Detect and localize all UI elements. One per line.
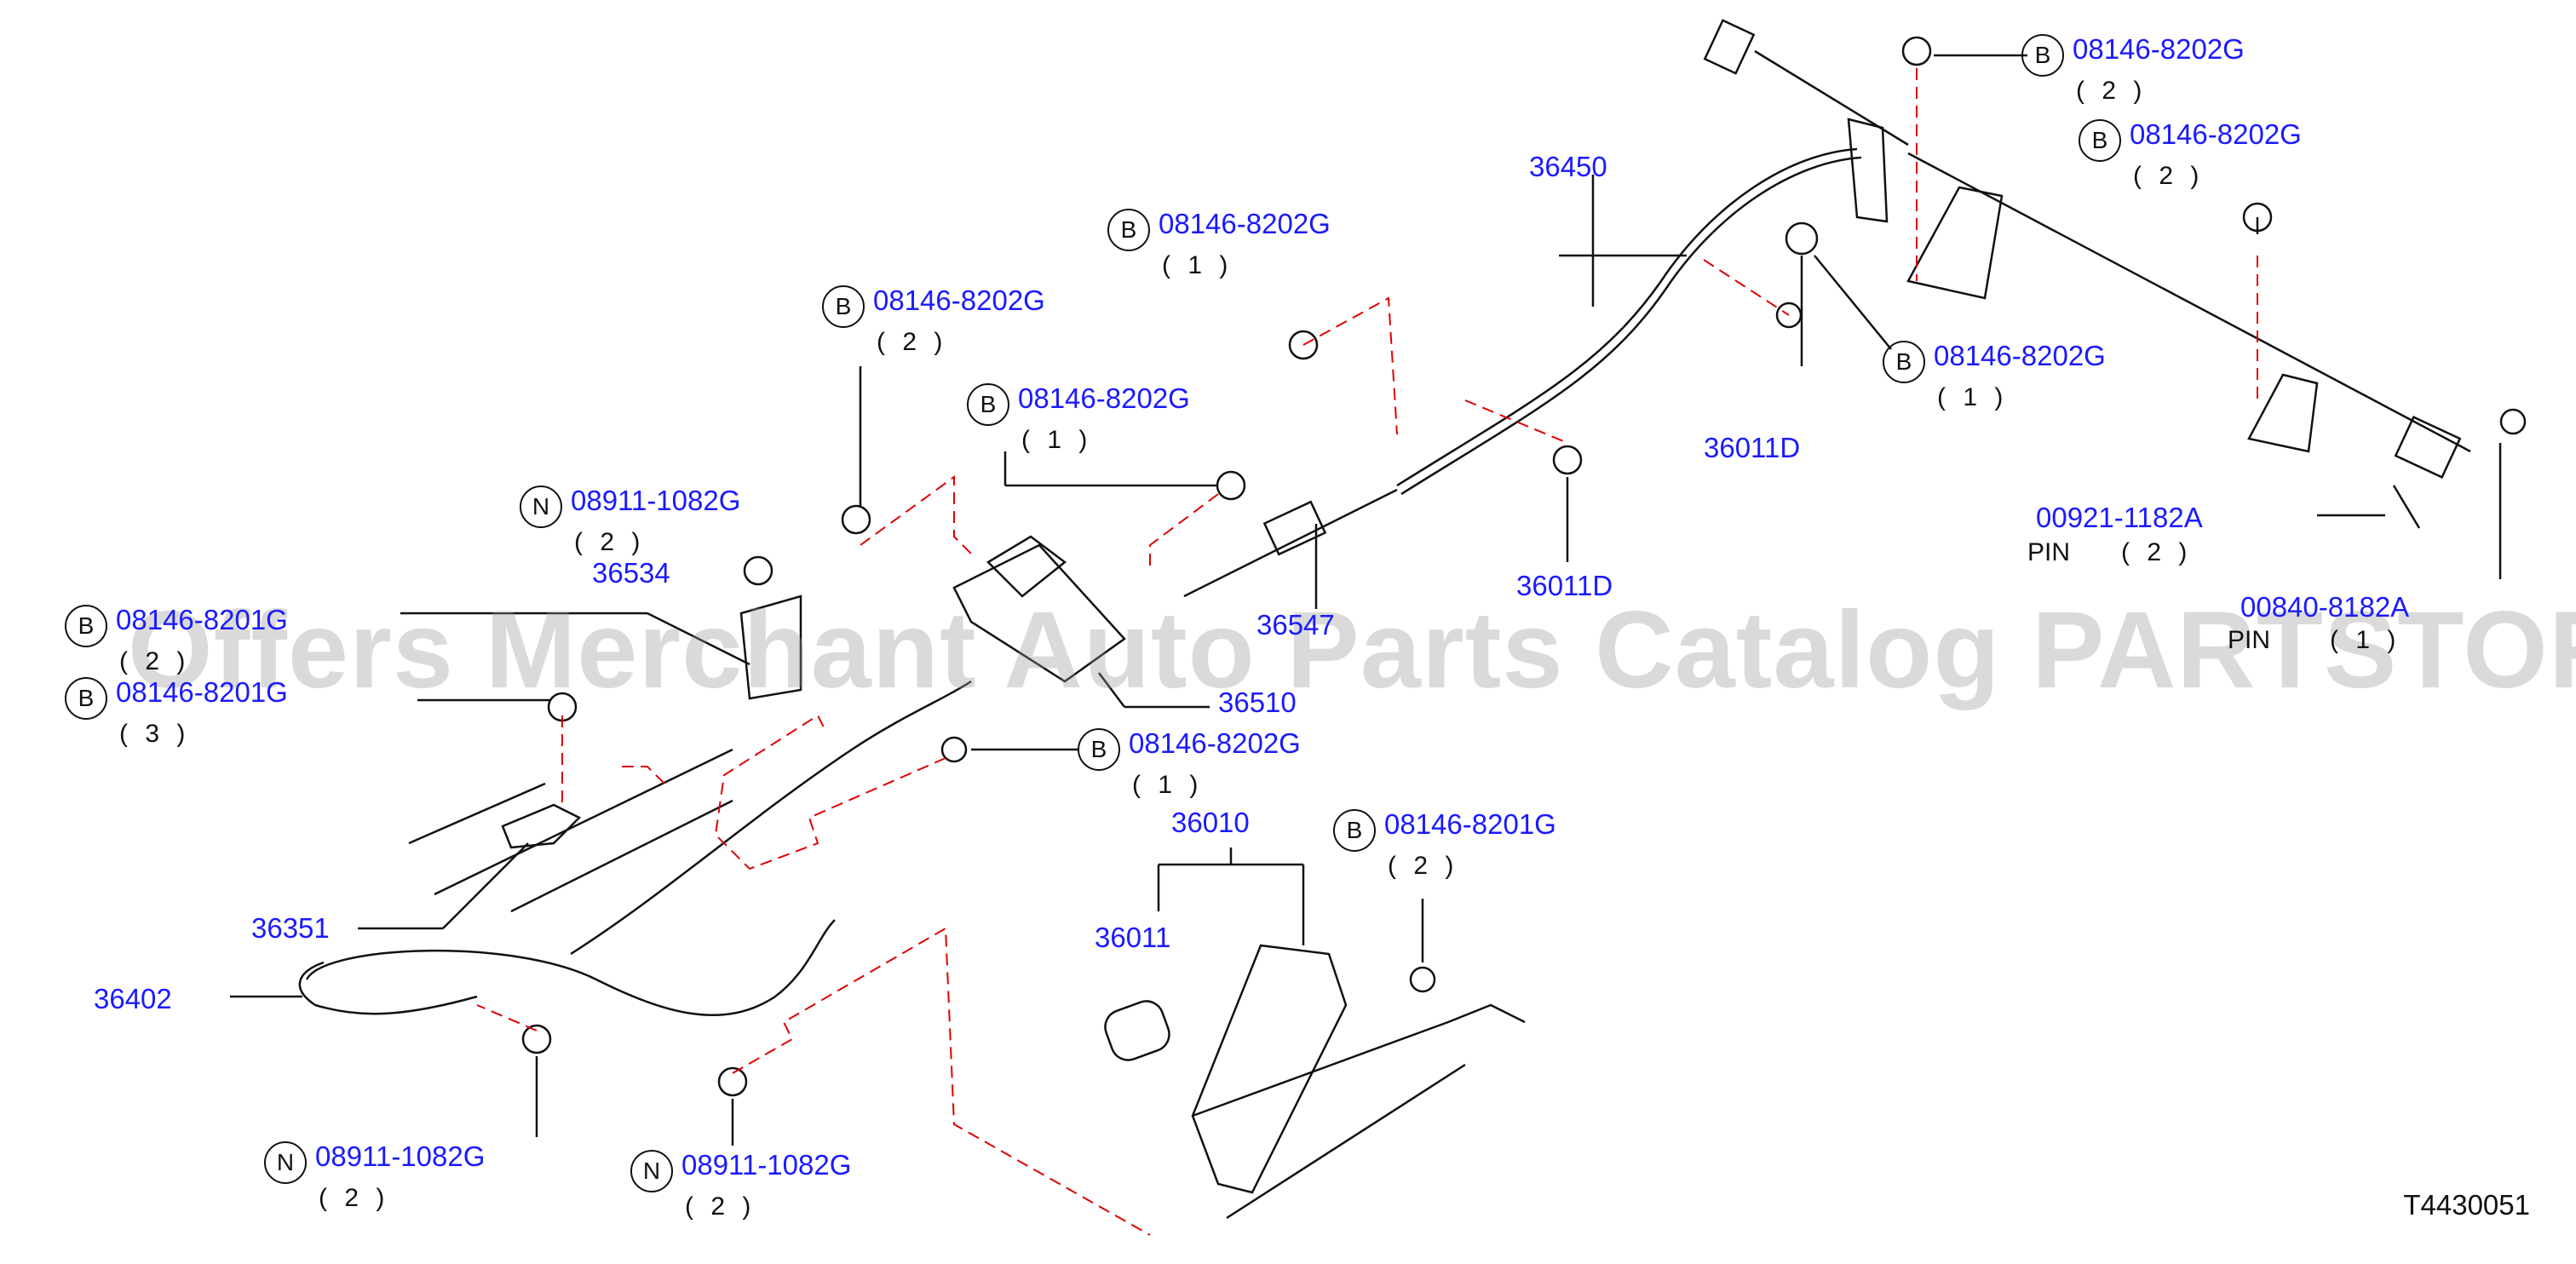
cable-front-assembly bbox=[570, 680, 972, 956]
label-36011[interactable]: 36011 bbox=[1095, 922, 1171, 953]
part-number: 08146-8201G bbox=[116, 604, 288, 636]
rear-bracket-mid2 bbox=[1906, 186, 2004, 300]
circle-marker: B bbox=[1333, 809, 1376, 852]
quantity: ( 1 ) bbox=[1021, 426, 1093, 454]
figure-code: T4430051 bbox=[2403, 1189, 2530, 1221]
circle-marker: B bbox=[1107, 209, 1150, 251]
quantity: ( 2 ) bbox=[2076, 77, 2148, 105]
callout-c9[interactable]: B 08146-8201G ( 3 ) bbox=[65, 677, 288, 749]
rear-end-fitting bbox=[2394, 416, 2462, 479]
label-36010[interactable]: 36010 bbox=[1171, 807, 1250, 838]
callout-c6[interactable]: B 08146-8202G ( 1 ) bbox=[1883, 341, 2106, 412]
quantity: ( 3 ) bbox=[119, 720, 191, 748]
callout-c10[interactable]: B 08146-8202G ( 1 ) bbox=[1078, 728, 1301, 800]
rear-bracket-mid bbox=[1847, 118, 1889, 223]
part-number: 08146-8202G bbox=[1934, 340, 2106, 372]
quantity: ( 1 ) bbox=[1162, 251, 1233, 279]
circle-marker: N bbox=[264, 1141, 307, 1184]
front-cable bbox=[1183, 488, 1398, 598]
plate-36351 bbox=[501, 803, 582, 849]
part-number: 08146-8201G bbox=[116, 676, 288, 709]
quantity: ( 2 ) bbox=[877, 328, 948, 356]
callout-c2[interactable]: B 08146-8202G ( 2 ) bbox=[2079, 119, 2302, 191]
part-number: 08146-8202G bbox=[1018, 382, 1190, 415]
part-number: 08146-8201G bbox=[1384, 808, 1556, 841]
quantity: ( 2 ) bbox=[685, 1192, 756, 1221]
label-pin-2: PIN bbox=[2228, 626, 2271, 654]
quantity: ( 2 ) bbox=[319, 1184, 390, 1212]
part-number: 08146-8202G bbox=[1159, 208, 1331, 240]
quantity: ( 2 ) bbox=[574, 528, 646, 556]
rear-bracket-left bbox=[1703, 19, 1756, 75]
circle-marker: B bbox=[2079, 119, 2121, 162]
callout-c1[interactable]: B 08146-8202G ( 2 ) bbox=[2021, 34, 2245, 106]
quantity: ( 2 ) bbox=[1388, 852, 1459, 880]
quantity: ( 2 ) bbox=[119, 647, 191, 675]
callout-c7[interactable]: N 08911-1082G ( 2 ) bbox=[520, 485, 740, 557]
label-36547[interactable]: 36547 bbox=[1256, 609, 1335, 641]
label-36534[interactable]: 36534 bbox=[592, 557, 670, 589]
part-number: 08146-8202G bbox=[1129, 727, 1301, 760]
bushing-36011 bbox=[1104, 1000, 1170, 1061]
label-pin-1: PIN bbox=[2027, 538, 2071, 566]
label-36011D-upper[interactable]: 36011D bbox=[1704, 432, 1801, 463]
label-36402[interactable]: 36402 bbox=[94, 983, 172, 1014]
quantity: ( 1 ) bbox=[1132, 771, 1204, 799]
callout-c8[interactable]: B 08146-8201G ( 2 ) bbox=[65, 605, 288, 676]
circle-marker: B bbox=[822, 285, 865, 328]
label-36351[interactable]: 36351 bbox=[251, 912, 330, 944]
label-36510[interactable]: 36510 bbox=[1218, 687, 1297, 718]
rear-cable-right bbox=[1907, 152, 2471, 453]
bracket-36534 bbox=[739, 595, 802, 700]
part-number: 08911-1082G bbox=[681, 1149, 852, 1181]
circle-marker: B bbox=[1078, 728, 1120, 771]
callout-c5[interactable]: B 08146-8202G ( 1 ) bbox=[967, 383, 1190, 455]
label-pin-2-qty: ( 1 ) bbox=[2330, 626, 2401, 654]
label-00840-8182A[interactable]: 00840-8182A bbox=[2240, 591, 2410, 623]
circle-marker: B bbox=[967, 383, 1009, 426]
circle-marker: B bbox=[65, 677, 107, 720]
part-number: 08911-1082G bbox=[571, 485, 741, 517]
bracket-36510 bbox=[952, 543, 1126, 683]
quantity: ( 2 ) bbox=[2133, 162, 2205, 190]
label-pin-1-qty: ( 2 ) bbox=[2121, 538, 2193, 566]
callout-c3[interactable]: B 08146-8202G ( 1 ) bbox=[1107, 209, 1331, 280]
part-number: 08911-1082G bbox=[315, 1140, 486, 1173]
circle-marker: B bbox=[2021, 34, 2064, 77]
cable-housing-36547 bbox=[1262, 500, 1327, 556]
circle-marker: B bbox=[1883, 341, 1925, 383]
part-number: 08146-8202G bbox=[2130, 118, 2302, 151]
cable-36450 bbox=[1396, 147, 1858, 487]
cable-36402 bbox=[305, 919, 836, 1017]
circle-marker: B bbox=[65, 605, 107, 647]
bolt-icon bbox=[1288, 330, 1319, 360]
circle-marker: N bbox=[520, 485, 562, 528]
label-00921-1182A[interactable]: 00921-1182A bbox=[2036, 502, 2203, 533]
watermark-text: Offers Merchant Auto Parts Catalog PARTS… bbox=[128, 589, 2576, 711]
rear-bracket-right bbox=[2247, 373, 2319, 453]
part-number: 08146-8202G bbox=[2073, 33, 2245, 66]
label-36450[interactable]: 36450 bbox=[1529, 151, 1607, 182]
part-number: 08146-8202G bbox=[873, 284, 1045, 317]
circle-marker: N bbox=[630, 1150, 673, 1192]
quantity: ( 1 ) bbox=[1937, 383, 2009, 411]
label-36011D-lower[interactable]: 36011D bbox=[1516, 570, 1613, 601]
